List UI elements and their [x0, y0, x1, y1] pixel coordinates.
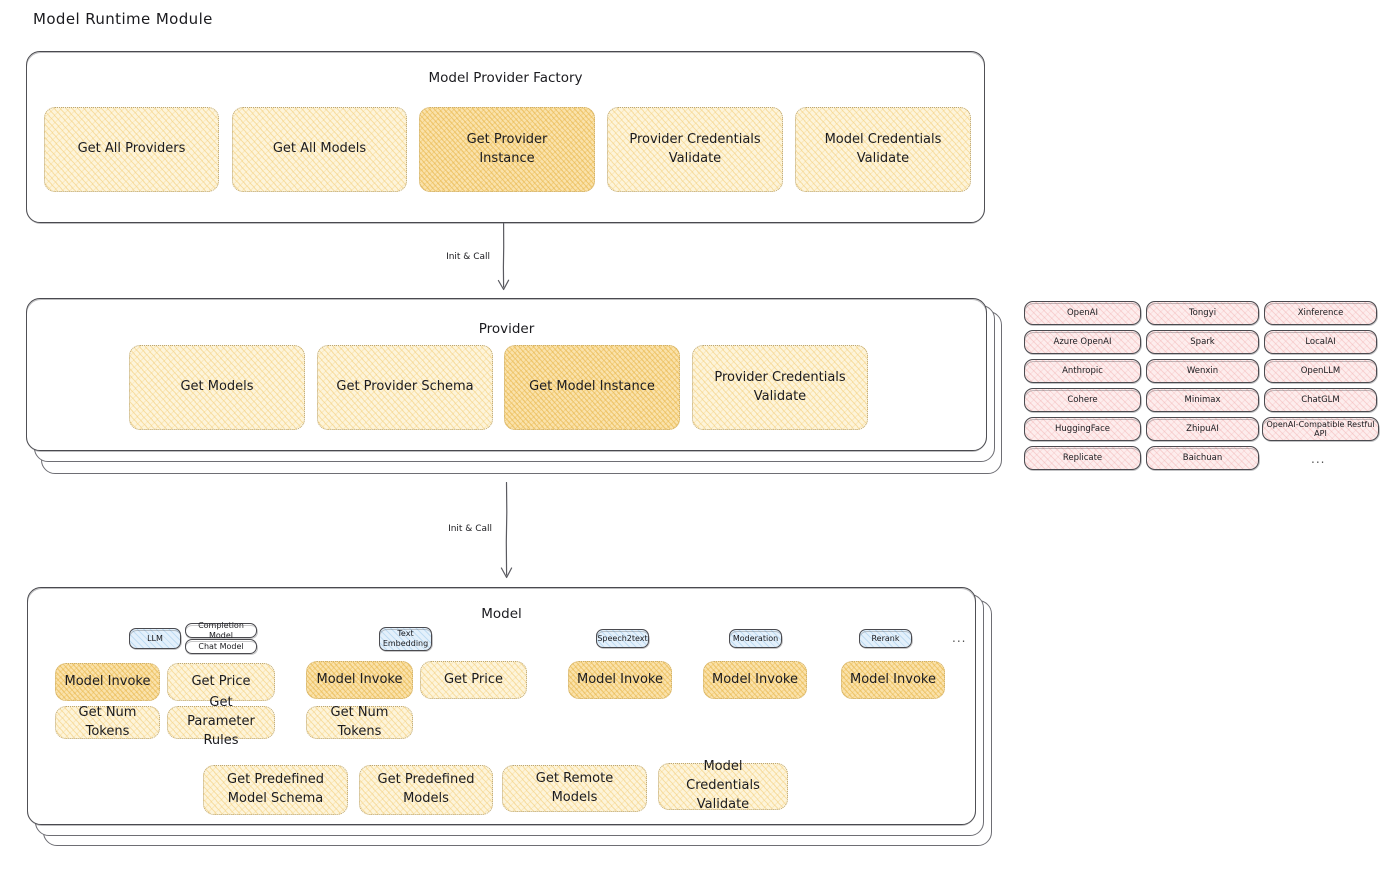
model-box-moderation-model-invoke[interactable]: Model Invoke	[703, 661, 807, 699]
model-box-rerank-model-invoke[interactable]: Model Invoke	[841, 661, 945, 699]
panel-title-model-provider-factory: Model Provider Factory	[428, 70, 583, 86]
model-badge-llm[interactable]: LLM	[129, 628, 182, 650]
factory-box-provider-credentials-validate[interactable]: Provider Credentials Validate	[607, 107, 783, 192]
model-box-model-credentials-validate[interactable]: Model Credentials Validate	[658, 759, 788, 812]
panel-title-provider: Provider	[478, 321, 535, 337]
page-title: Model Runtime Module	[33, 10, 213, 28]
model-box-get-remote-models[interactable]: Get Remote Models	[502, 765, 647, 812]
provider-box-get-models[interactable]: Get Models	[129, 345, 305, 430]
provider-chip-tongyi[interactable]: Tongyi	[1146, 301, 1260, 326]
arrow-label-init-and-call-1: Init & Call	[446, 252, 490, 262]
provider-chip-openai-compatible-restful-api[interactable]: OpenAI-Compatible Restful API	[1262, 417, 1380, 442]
provider-chip-chatglm[interactable]: ChatGLM	[1264, 388, 1378, 413]
model-badge-text-embedding[interactable]: Text Embedding	[379, 627, 433, 652]
factory-box-model-credentials-validate[interactable]: Model Credentials Validate	[795, 107, 971, 192]
arrow-label-init-and-call-2: Init & Call	[448, 524, 492, 534]
model-badge-rerank[interactable]: Rerank	[859, 629, 913, 649]
provider-chip-spark[interactable]: Spark	[1146, 330, 1260, 355]
model-box-speech2text-model-invoke[interactable]: Model Invoke	[568, 661, 672, 699]
provider-chip-replicate[interactable]: Replicate	[1024, 446, 1142, 471]
provider-list-more: ...	[1311, 452, 1326, 466]
provider-chip-wenxin[interactable]: Wenxin	[1146, 359, 1260, 384]
model-box-llm-get-parameter-rules[interactable]: Get Parameter Rules	[167, 695, 275, 748]
panel-title-model: Model	[481, 606, 522, 622]
model-box-llm-get-price[interactable]: Get Price	[167, 663, 275, 701]
provider-box-get-provider-schema[interactable]: Get Provider Schema	[317, 345, 493, 430]
model-box-get-predefined-model-schema[interactable]: Get Predefined Model Schema	[203, 765, 348, 815]
model-badge-chat-model[interactable]: Chat Model	[185, 639, 258, 655]
factory-box-get-all-models[interactable]: Get All Models	[232, 107, 407, 192]
provider-chip-xinference[interactable]: Xinference	[1264, 301, 1378, 326]
provider-chip-cohere[interactable]: Cohere	[1024, 388, 1142, 413]
provider-chip-zhipuai[interactable]: ZhipuAI	[1146, 417, 1260, 442]
provider-chip-openai[interactable]: OpenAI	[1024, 301, 1142, 326]
model-badge-moderation[interactable]: Moderation	[729, 629, 783, 649]
model-box-llm-model-invoke[interactable]: Model Invoke	[55, 663, 160, 701]
provider-chip-azure-openai[interactable]: Azure OpenAI	[1024, 330, 1142, 355]
provider-box-provider-credentials-validate[interactable]: Provider Credentials Validate	[692, 345, 868, 430]
model-box-text-embedding-get-num-tokens[interactable]: Get Num Tokens	[306, 705, 413, 739]
model-box-text-embedding-get-price[interactable]: Get Price	[420, 661, 527, 699]
factory-box-get-provider-instance[interactable]: Get Provider Instance	[419, 107, 595, 192]
provider-chip-minimax[interactable]: Minimax	[1146, 388, 1260, 413]
provider-chip-openllm[interactable]: OpenLLM	[1264, 359, 1378, 384]
arrow-factory-to-provider	[492, 223, 516, 296]
model-badge-completion-model[interactable]: Completion Model	[185, 621, 258, 640]
provider-chip-huggingface[interactable]: HuggingFace	[1024, 417, 1142, 442]
model-groups-more: ...	[952, 631, 967, 645]
model-badge-speech2text[interactable]: Speech2text	[596, 629, 650, 649]
provider-chip-baichuan[interactable]: Baichuan	[1146, 446, 1260, 471]
provider-chip-localai[interactable]: LocalAI	[1264, 330, 1378, 355]
factory-box-get-all-providers[interactable]: Get All Providers	[44, 107, 219, 192]
model-box-text-embedding-model-invoke[interactable]: Model Invoke	[306, 661, 413, 699]
arrow-provider-to-model	[495, 482, 519, 586]
model-box-llm-get-num-tokens[interactable]: Get Num Tokens	[55, 705, 160, 739]
provider-box-get-model-instance[interactable]: Get Model Instance	[504, 345, 680, 430]
provider-chip-anthropic[interactable]: Anthropic	[1024, 359, 1142, 384]
model-box-get-predefined-models[interactable]: Get Predefined Models	[359, 765, 493, 815]
